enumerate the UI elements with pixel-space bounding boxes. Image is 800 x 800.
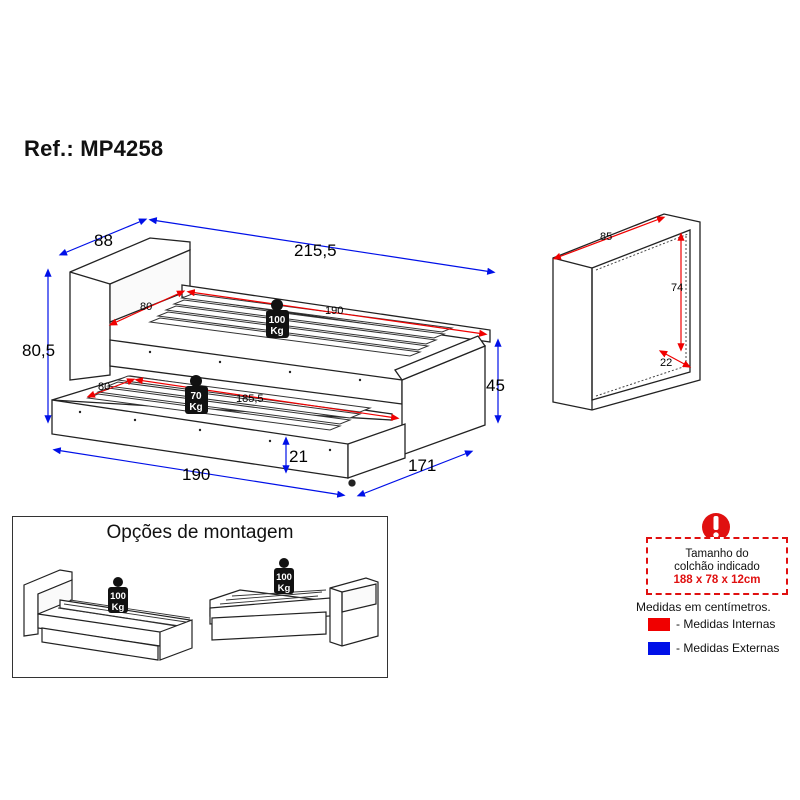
option-right-drawing: [209, 577, 379, 647]
reference-title: Ref.: MP4258: [24, 136, 164, 161]
weight-bed-unit: Kg: [270, 326, 283, 337]
internal-dimensions: [86, 289, 488, 421]
assembly-options-title: Opções de montagem: [106, 522, 294, 543]
dim-cabinet-width: 85: [600, 231, 612, 243]
weight-bed-value: 100: [269, 315, 286, 326]
bed-drawing: [51, 237, 491, 487]
legend-swatch-external: [648, 642, 670, 655]
cabinet-dimensions: [552, 216, 692, 368]
dim-height-side: 45: [486, 376, 505, 395]
units-note: Medidas em centímetros.: [636, 600, 771, 614]
dim-trundle-internal-width: 80: [98, 381, 110, 393]
weight-option-left-value: 100: [110, 591, 126, 602]
weight-trundle-value: 70: [190, 391, 202, 402]
assembly-options-panel: [12, 516, 388, 678]
legend-label-internal: - Medidas Internas: [676, 617, 776, 631]
dim-trundle-internal-length: 185,5: [236, 393, 264, 405]
trundle-side: [347, 423, 406, 479]
weight-icon: 100 Kg: [274, 558, 294, 594]
cabinet-drawing: [552, 213, 701, 411]
legend-swatch-internal: [648, 618, 670, 631]
weight-option-right-unit: Kg: [278, 583, 291, 594]
dim-depth-external: 88: [94, 231, 113, 250]
option-left-drawing: [23, 569, 193, 661]
dim-bed-internal-length: 190: [325, 305, 343, 317]
external-dimensions: [44, 217, 502, 498]
dim-height-external: 80,5: [22, 341, 55, 360]
mattress-label-line1: Tamanho do: [685, 548, 749, 560]
exclamation-circle-icon: [702, 513, 730, 541]
dim-length-trundle: 190: [182, 465, 210, 484]
weight-icon: 100 Kg: [266, 299, 289, 338]
dim-length-external: 215,5: [294, 241, 337, 260]
weight-option-right-value: 100: [276, 572, 292, 583]
legend-label-external: - Medidas Externas: [676, 641, 780, 655]
dim-bed-internal-width: 80: [140, 301, 152, 313]
mattress-size: 188 x 78 x 12cm: [673, 574, 761, 586]
dim-depth-trundle: 171: [408, 456, 436, 475]
weight-icon: 70 Kg: [185, 375, 208, 414]
weight-trundle-unit: Kg: [189, 402, 202, 413]
dim-cabinet-height: 74: [671, 282, 683, 294]
dim-height-trundle: 21: [289, 447, 308, 466]
mattress-size-box: [646, 537, 788, 595]
mattress-label-line2: colchão indicado: [674, 561, 760, 573]
weight-icon: 100 Kg: [108, 577, 128, 613]
weight-option-left-unit: Kg: [112, 602, 125, 613]
dim-cabinet-depth: 22: [660, 357, 672, 369]
